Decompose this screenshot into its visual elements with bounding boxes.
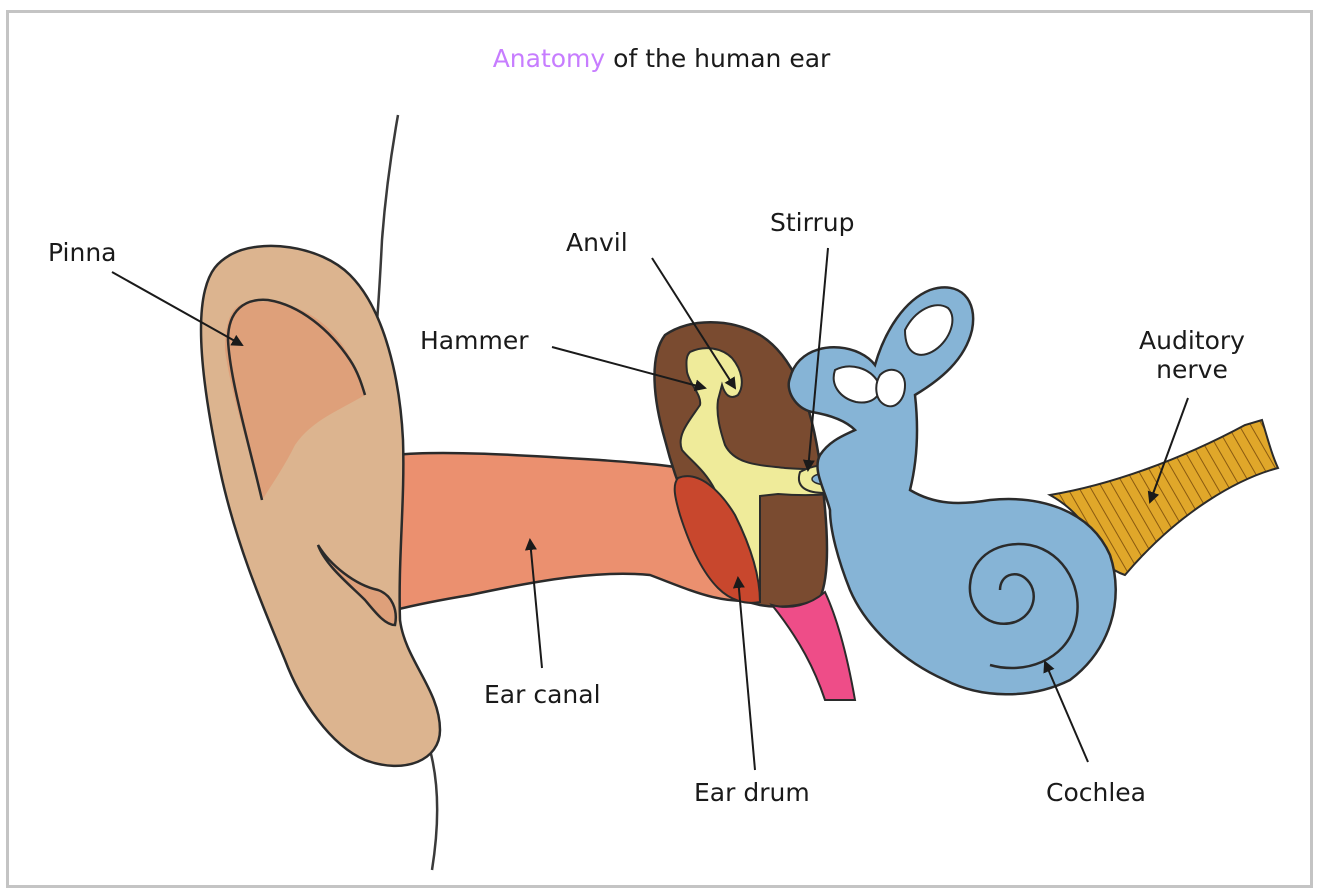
label-cochlea: Cochlea xyxy=(1046,778,1146,807)
label-anvil: Anvil xyxy=(566,228,628,257)
eustachian-tube-shape xyxy=(772,592,855,700)
label-hammer: Hammer xyxy=(420,326,528,355)
label-pinna: Pinna xyxy=(48,238,116,267)
title-highlight: Anatomy xyxy=(493,44,606,73)
diagram-title: Anatomy of the human ear xyxy=(0,44,1323,73)
label-ear-drum: Ear drum xyxy=(694,778,810,807)
head-outline-bottom xyxy=(430,750,437,870)
label-stirrup: Stirrup xyxy=(770,208,854,237)
label-ear-canal: Ear canal xyxy=(484,680,601,709)
ear-drum-arrow xyxy=(738,578,755,770)
label-auditory-nerve: Auditory nerve xyxy=(1112,326,1272,384)
label-auditory-nerve-line1: Auditory xyxy=(1112,326,1272,355)
semicircular-canal-hole-3 xyxy=(876,370,905,407)
label-auditory-nerve-line2: nerve xyxy=(1112,355,1272,384)
head-outline-top xyxy=(376,115,398,335)
title-rest: of the human ear xyxy=(605,44,830,73)
